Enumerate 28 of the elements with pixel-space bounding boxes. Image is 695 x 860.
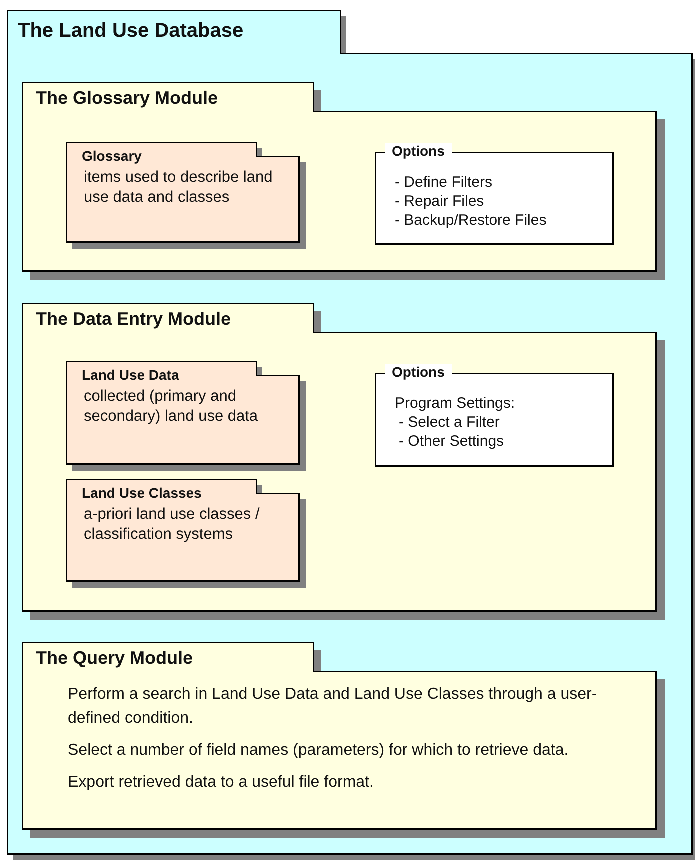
module-panel xyxy=(22,82,665,280)
option-item: - Backup/Restore Files xyxy=(395,212,547,229)
description-text: Export retrieved data to a useful file format. xyxy=(68,773,375,793)
description-text: Select a number of field names (parameters) for which to retrieve data. xyxy=(68,741,570,761)
module-title: The Glossary Module xyxy=(36,88,218,109)
options-heading: Options xyxy=(385,364,452,380)
options-heading: Options xyxy=(385,143,452,159)
option-item: - Repair Files xyxy=(395,193,484,210)
option-item: - Select a Filter xyxy=(399,414,500,431)
card-description: collected (primary and secondary) land use data xyxy=(84,387,260,427)
card-description: a-priori land use classes / classification systems xyxy=(84,505,261,545)
description-text: Perform a search in Land Use Data and Land Use Classes through a user-defined condition. xyxy=(68,685,598,729)
option-item: Program Settings: xyxy=(395,395,516,412)
note-card xyxy=(66,479,306,588)
database-title: The Land Use Database xyxy=(18,20,244,43)
note-card xyxy=(66,361,306,471)
option-item: - Other Settings xyxy=(399,433,504,450)
card-description: items used to describe land use data and classes xyxy=(84,168,274,208)
note-card xyxy=(66,142,306,249)
module-panel xyxy=(22,303,665,620)
card-title: Land Use Data xyxy=(82,367,180,383)
module-panel xyxy=(22,642,665,838)
database-panel xyxy=(7,10,695,860)
module-title: The Data Entry Module xyxy=(36,309,232,330)
card-title: Land Use Classes xyxy=(82,485,202,501)
option-item: - Define Filters xyxy=(395,174,493,191)
card-title: Glossary xyxy=(82,148,142,164)
module-title: The Query Module xyxy=(36,648,194,669)
